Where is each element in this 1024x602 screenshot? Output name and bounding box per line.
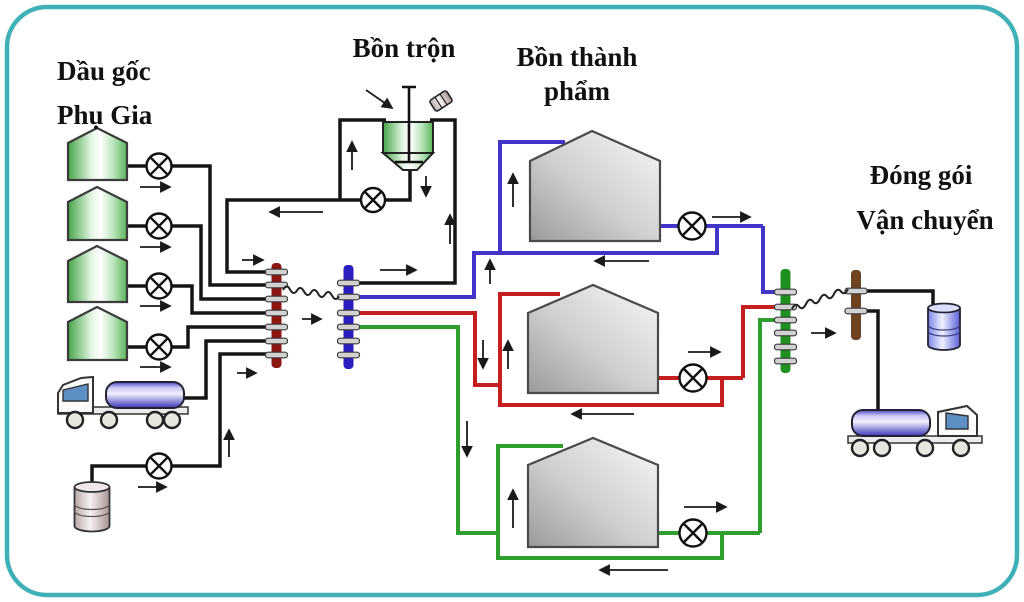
tanker-truck-outbound (847, 404, 983, 458)
pipe-pump3-to-manifold (172, 284, 272, 315)
pipe-pump4-to-manifold (172, 325, 272, 349)
base-oil-tank-3 (66, 244, 129, 304)
pump-base-oil-4 (145, 333, 173, 361)
pipe-mixtank-recirc-riser (338, 118, 386, 200)
pipe-red-return (498, 376, 743, 407)
diagram-frame (4, 4, 1020, 598)
pump-base-oil-3 (145, 272, 173, 300)
pipe-pump5-to-manifold (172, 352, 272, 468)
pipe-red-feed (349, 311, 500, 387)
flow-arrow (365, 89, 394, 109)
pipe-blue-feed (349, 251, 500, 299)
pump-base-oil-2 (145, 212, 173, 240)
drum-lid (927, 302, 961, 314)
pumps (145, 152, 708, 548)
pump-drum-feed (145, 452, 173, 480)
pipe-red-transfer (741, 305, 786, 378)
agitator-icon (395, 85, 423, 164)
truck-wheel (850, 438, 870, 458)
pipe-blue-return (498, 224, 763, 255)
finished-tank-3 (526, 436, 660, 549)
truck-tank (105, 381, 185, 409)
labels: Dầu gốc Phụ Gia Bồn trộn Bồn thành phẩm … (57, 33, 994, 235)
manifold-blue (336, 265, 361, 369)
label-packaging: Đóng gói (870, 160, 973, 190)
pipe-brown-manifold-to-drum (856, 289, 935, 306)
truck-wheel (65, 410, 85, 430)
truck-wheel (915, 438, 935, 458)
tanker-truck-inbound (57, 375, 189, 430)
label-finished-tank-line1: Bồn thành (517, 42, 638, 72)
base-oil-tank-2 (66, 185, 129, 242)
pump-finished-tank-1 (677, 211, 707, 241)
pipe-blue-riser (498, 140, 565, 254)
truck-wheel (162, 410, 182, 430)
label-additive: Phụ Gia (57, 100, 153, 130)
manifold-brown (844, 270, 868, 340)
truck-wheel (872, 438, 892, 458)
additive-drum-icon (429, 90, 453, 112)
truck-tank (851, 409, 931, 437)
drum-ribs (73, 503, 111, 518)
black-piping (90, 118, 935, 486)
drum-inbound (73, 481, 111, 533)
pipe-green-feed (349, 325, 498, 535)
pipe-green-return (496, 531, 760, 560)
truck-wheel (145, 410, 165, 430)
drum-body (927, 308, 961, 351)
base-oil-tank-1 (66, 126, 129, 182)
pipe-mixtank-transfer (225, 198, 361, 274)
flexible-hose-left (282, 285, 340, 300)
pipe-mixtank-outlet (385, 168, 412, 202)
finished-product-tanks (526, 129, 662, 549)
truck-window (945, 412, 969, 430)
truck-wheels (850, 438, 971, 458)
pipe-truck-to-manifold (184, 339, 272, 400)
drum-outbound (927, 302, 961, 351)
pipe-pump2-to-manifold (172, 224, 272, 301)
flow-arrows (138, 89, 837, 576)
drum-ribs (927, 324, 961, 337)
pipe-manifold-to-mixtank (349, 118, 457, 285)
drum-lid (73, 481, 111, 493)
finished-tank-1 (528, 129, 662, 243)
finished-tank-2 (526, 283, 660, 395)
red-circuit (349, 292, 786, 407)
label-finished-tank-line2: phẩm (544, 76, 611, 106)
pipe-drum-to-pump (90, 464, 147, 486)
pump-base-oil-1 (145, 152, 173, 180)
pump-finished-tank-3 (678, 518, 708, 548)
truck-window (62, 383, 89, 402)
manifold-green (773, 269, 798, 373)
pipe-green-riser (496, 444, 563, 559)
pump-finished-tank-2 (678, 363, 708, 393)
label-base-oil: Dầu gốc (57, 56, 151, 86)
mixing-tank (380, 85, 453, 171)
flexible-hose-right (791, 288, 849, 310)
truck-wheel (99, 410, 119, 430)
label-transport: Vận chuyển (856, 205, 993, 235)
pipe-pump1-to-manifold (172, 164, 272, 287)
manifold-brown-bar (851, 270, 861, 340)
pump-mixing-tank (359, 186, 387, 214)
pipe-red-riser (498, 292, 560, 406)
truck-wheel (951, 438, 971, 458)
base-oil-tank-4 (66, 305, 129, 362)
manifold-red (264, 263, 289, 368)
truck-wheels (65, 410, 182, 430)
base-oil-tanks (66, 126, 129, 362)
label-mixing-tank: Bồn trộn (353, 33, 456, 63)
